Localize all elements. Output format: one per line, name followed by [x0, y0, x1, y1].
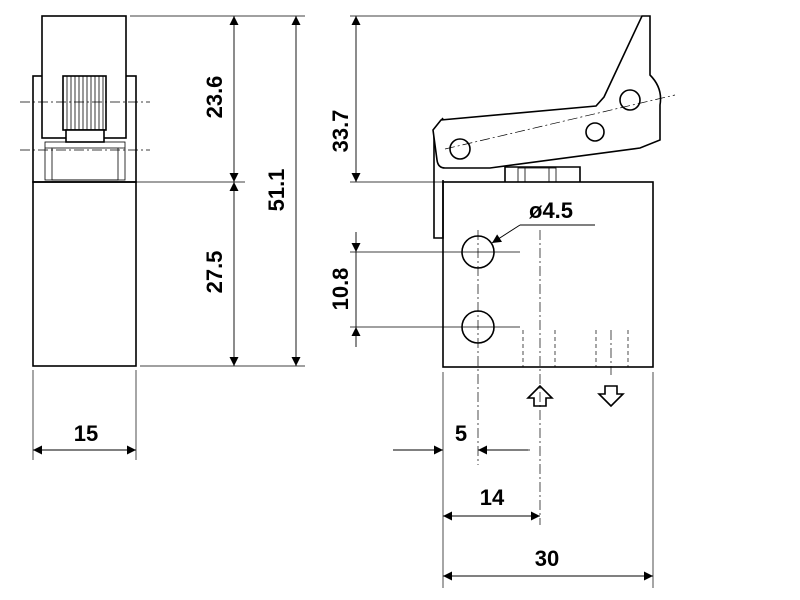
extension-lines — [32, 15, 654, 588]
dim-body-height-side: 27.5 — [202, 251, 227, 294]
side-view-body — [32, 181, 137, 367]
dim-flow-offset: 14 — [480, 485, 505, 510]
dim-port-offset: 5 — [455, 421, 467, 446]
dim-cap-height: 23.6 — [202, 76, 227, 119]
arrow-down-icon — [597, 385, 625, 408]
dim-port-spacing: 10.8 — [328, 268, 353, 311]
lever-pivot-hole-icon — [449, 138, 471, 160]
actuator-lever — [432, 15, 662, 169]
front-view — [432, 15, 676, 525]
lever-roller-hole-icon — [619, 89, 641, 111]
side-view — [20, 15, 150, 367]
dim-lever-height: 33.7 — [328, 110, 353, 153]
dim-side-width: 15 — [74, 421, 98, 446]
dim-port-diameter: ø4.5 — [529, 198, 573, 223]
arrow-up-icon — [526, 384, 554, 407]
dimension-lines — [33, 16, 653, 581]
dim-total-height: 51.1 — [264, 169, 289, 212]
dim-body-width: 30 — [535, 546, 559, 571]
lever-hole-icon — [585, 122, 605, 142]
dimension-labels: 23.6 27.5 51.1 33.7 10.8 ø4.5 15 5 14 30 — [74, 76, 573, 571]
knurled-roller-icon — [62, 75, 107, 143]
